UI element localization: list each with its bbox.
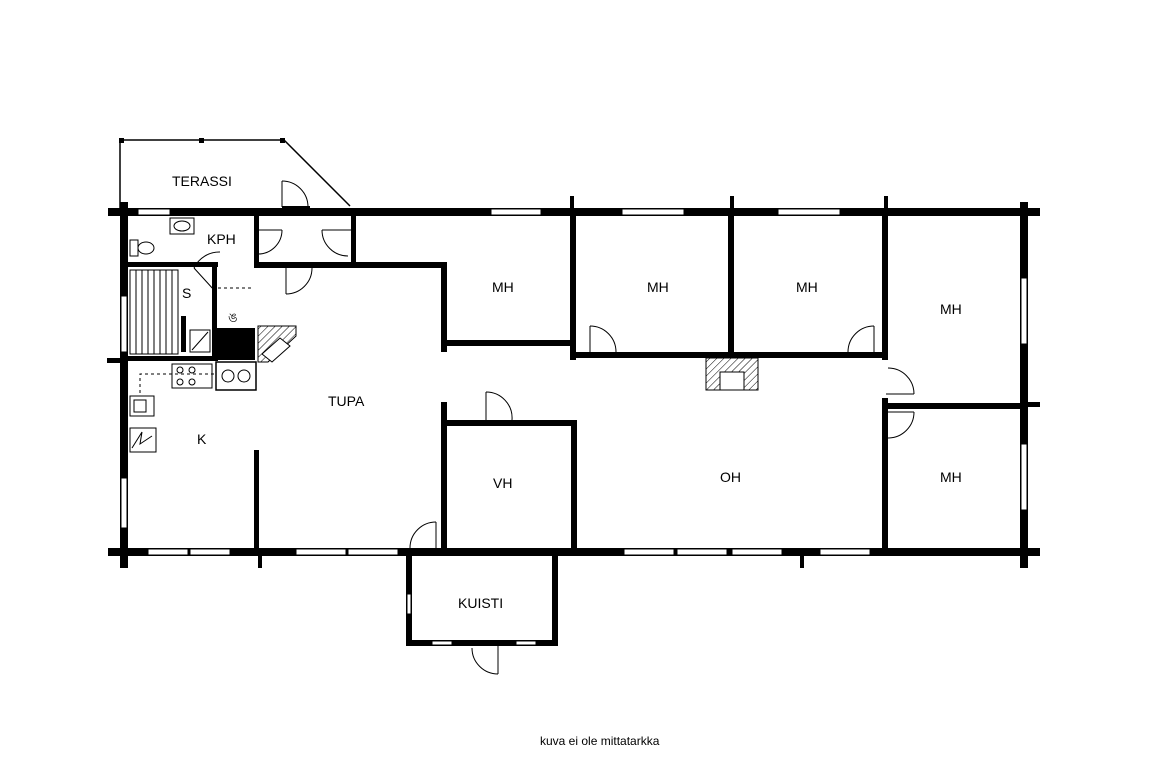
label-terassi: TERASSI [172,173,232,189]
label-tupa: TUPA [328,393,365,409]
label-kph: KPH [207,231,236,247]
scale-disclaimer: kuva ei ole mittatarkka [540,734,660,748]
label-mh-5: MH [940,469,962,485]
interior-walls [126,214,1026,554]
doors [193,180,915,675]
fireplaces [257,325,759,391]
windows [120,208,1028,646]
bathroom-fixtures: ঙ [129,217,254,325]
label-sauna: S [182,285,191,301]
sauna-bench [129,269,211,355]
terrace-outline [119,138,351,208]
kitchen-fixtures [129,361,257,453]
label-keittio: K [197,431,207,447]
svg-text:ঙ: ঙ [228,310,238,325]
label-kuisti: KUISTI [458,595,503,611]
label-mh-1: MH [492,279,514,295]
label-vh: VH [493,475,512,491]
label-mh-2: MH [647,279,669,295]
label-mh-4: MH [940,301,962,317]
label-mh-3: MH [796,279,818,295]
label-oh: OH [720,469,741,485]
